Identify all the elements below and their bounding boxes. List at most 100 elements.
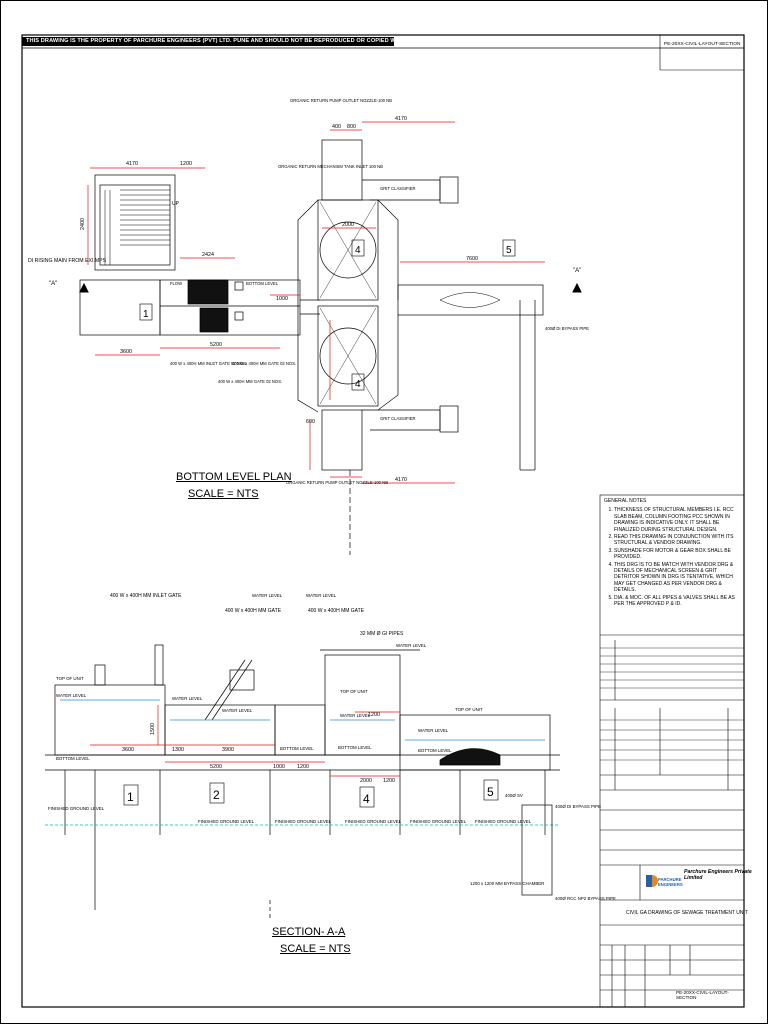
label-classifier-top: GRIT CLASSIFIER xyxy=(380,186,416,191)
sec-label-mm-gate: 400 W x 400H MM GATE xyxy=(225,608,282,614)
section-marker-right-arrow xyxy=(572,282,582,293)
sec-label-mm-gate2: 400 W x 400H MM GATE xyxy=(308,608,365,614)
dim-4170-top: 4170 xyxy=(395,116,407,122)
dim-2000: 2000 xyxy=(342,222,354,228)
sec-label-water-level-7: WATER LEVEL xyxy=(340,713,371,718)
section-title: SECTION- A-A xyxy=(272,926,346,938)
section-unit-2: 2 xyxy=(213,788,220,802)
sec-label-finished-ground-6: FINISHED GROUND LEVEL xyxy=(475,819,532,824)
sec-label-sv: 400Ø SV xyxy=(505,793,523,798)
sec-dim-3900: 3900 xyxy=(222,747,234,753)
sec-label-water-level-6: WATER LEVEL xyxy=(222,708,253,713)
drawing-number-top: PE-20XX-CIVIL-LAYOUT-SECTION xyxy=(664,42,741,47)
sec-dim-1000: 1000 xyxy=(273,764,285,770)
section-labels: 400 W x 400H MM INLET GATE 400 W x 400H … xyxy=(48,593,616,901)
company-logo xyxy=(646,875,658,887)
copyright-notice: THIS DRAWING IS THE PROPERTY OF PARCHURE… xyxy=(26,38,485,44)
label-organic-return-outlet: ORGANIC RETURN PUMP OUTLET NOZZLE-100 NB xyxy=(290,98,392,103)
section-unit-number-boxes xyxy=(123,779,499,808)
plan-unit-4b: 4 xyxy=(355,379,361,390)
sec-label-bypass-chamber: 1200 x 1200 MM BYPASS CHAMBER xyxy=(470,881,544,886)
bypass-chamber xyxy=(521,804,553,896)
section-unit-4: 4 xyxy=(363,792,370,806)
label-organic-return-inlet: ORGANIC RETURN MECHANISM TANK INLET 100 … xyxy=(278,164,383,169)
dim-2400: 2400 xyxy=(80,218,86,230)
dim-1200: 1200 xyxy=(180,161,192,167)
note-item: THIS DRG IS TO BE MATCH WITH VENDOR DRG … xyxy=(614,562,742,594)
logo-text: PARCHURE ENGINEERS xyxy=(658,877,683,887)
marker-a-left: "A" xyxy=(49,281,57,287)
plan-unit-5: 5 xyxy=(506,245,512,256)
sec-label-top-of-unit-1: TOP OF UNIT xyxy=(56,676,84,681)
section-unit-5: 5 xyxy=(487,785,494,799)
marker-a-right: "A" xyxy=(573,268,581,274)
drawing-number-bottom: PE-20XX-CIVIL-LAYOUT-SECTION xyxy=(676,990,729,1000)
label-mm-gate: 400 W x 400H MM GATE 02 NOS. xyxy=(232,361,296,366)
sec-label-water-level-8: WATER LEVEL xyxy=(418,728,449,733)
dim-800: 800 xyxy=(347,124,356,130)
sec-label-finished-ground-3: FINISHED GROUND LEVEL xyxy=(275,819,332,824)
sec-label-finished-ground-4: FINISHED GROUND LEVEL xyxy=(345,819,402,824)
label-classifier-bottom: GRIT CLASSIFIER xyxy=(380,416,416,421)
label-inlet-gate: 400 W x 400H MM INLET GATE 02 NOS. xyxy=(170,361,247,366)
label-organic-return-outlet-bottom: ORGANIC RETURN PUMP OUTLET NOZZLE-100 NB xyxy=(286,480,388,485)
label-flow: FLOW xyxy=(170,281,182,286)
sec-label-bottom-level-4: BOTTOM LEVEL xyxy=(418,748,452,753)
dim-4170: 4170 xyxy=(126,161,138,167)
general-notes: GENERAL NOTES THICKNESS OF STRUCTURAL ME… xyxy=(604,498,742,609)
sec-label-bottom-level-3: BOTTOM LEVEL xyxy=(338,745,372,750)
plan-labels: ORGANIC RETURN PUMP OUTLET NOZZLE-100 NB… xyxy=(28,98,589,485)
dim-2424: 2424 xyxy=(202,252,214,258)
sec-label-water-level-3: WATER LEVEL xyxy=(396,643,427,648)
sec-dim-1300: 1300 xyxy=(172,747,184,753)
classifier-lower xyxy=(439,405,459,433)
section-scale: SCALE = NTS xyxy=(280,943,351,955)
sec-label-water-level-1: WATER LEVEL xyxy=(252,593,283,598)
sec-label-inlet-gate: 400 W x 400H MM INLET GATE xyxy=(110,593,182,599)
notes-list: THICKNESS OF STRUCTURAL MEMBERS I.E. RCC… xyxy=(604,507,742,607)
dim-400: 400 xyxy=(332,124,341,130)
title-block xyxy=(599,494,745,1008)
sec-label-finished-ground-2: FINISHED GROUND LEVEL xyxy=(198,819,255,824)
plan-dim-texts: 4170 1200 2400 2424 3600 5200 1000 2000 … xyxy=(80,116,478,483)
sec-label-top-of-unit-2: TOP OF UNIT xyxy=(455,707,483,712)
sec-dim-1200c: 1200 xyxy=(368,712,380,718)
dim-3600: 3600 xyxy=(120,349,132,355)
sec-label-bypass-pipe: 400Ø DI BYPASS PIPE xyxy=(555,804,601,809)
sec-label-water-level-5: WATER LEVEL xyxy=(172,696,203,701)
dim-5200: 5200 xyxy=(210,342,222,348)
plan-unit-4a: 4 xyxy=(355,245,361,256)
sec-label-bottom-level-1: BOTTOM LEVEL xyxy=(56,756,90,761)
label-rising-main: DI RISING MAIN FROM EXI.MPS xyxy=(28,258,107,264)
section-marker-left-arrow xyxy=(79,282,89,293)
section-dim-texts: 3600 1300 3900 5200 1000 1200 2000 1200 … xyxy=(122,712,395,784)
sec-label-finished-ground-1: FINISHED GROUND LEVEL xyxy=(48,806,105,811)
classifier-upper xyxy=(439,176,459,204)
drawing-title: CIVIL GA DRAWING OF SEWAGE TREATMENT UNI… xyxy=(626,910,748,916)
label-mm-gate-2: 400 W x 400H MM GATE 02 NOS. xyxy=(218,379,282,384)
plan-unit-1: 1 xyxy=(143,309,149,320)
stair-block xyxy=(94,174,176,271)
label-bottom-level: BOTTOM LEVEL xyxy=(246,281,279,286)
dim-7600: 7600 xyxy=(466,256,478,262)
sec-label-gi-pipes: 32 MM Ø GI PIPES xyxy=(360,631,404,637)
plan-title: BOTTOM LEVEL PLAN xyxy=(176,471,292,483)
note-item: THICKNESS OF STRUCTURAL MEMBERS I.E. RCC… xyxy=(614,507,742,533)
sec-label-top-of-unit-3: TOP OF UNIT xyxy=(340,689,368,694)
dim-600: 600 xyxy=(306,419,315,425)
section-dimensions xyxy=(90,705,400,777)
sec-label-water-level-2: WATER LEVEL xyxy=(306,593,337,598)
sec-dim-3600: 3600 xyxy=(122,747,134,753)
dim-1000: 1000 xyxy=(276,296,288,302)
sec-label-finished-ground-5: FINISHED GROUND LEVEL xyxy=(410,819,467,824)
section-unit-1: 1 xyxy=(127,790,134,804)
plan-scale: SCALE = NTS xyxy=(188,488,259,500)
label-up: UP xyxy=(172,201,180,207)
note-item: DIA. & MOC. OF ALL PIPES & VALVES SHALL … xyxy=(614,595,742,608)
section-water-levels xyxy=(60,699,545,741)
sec-dim-2000: 2000 xyxy=(360,778,372,784)
sec-label-water-level-4: WATER LEVEL xyxy=(56,693,87,698)
plan-unit-numbers xyxy=(139,239,516,391)
label-bypass: 400Ø DI BYPASS PIPE xyxy=(545,326,589,331)
